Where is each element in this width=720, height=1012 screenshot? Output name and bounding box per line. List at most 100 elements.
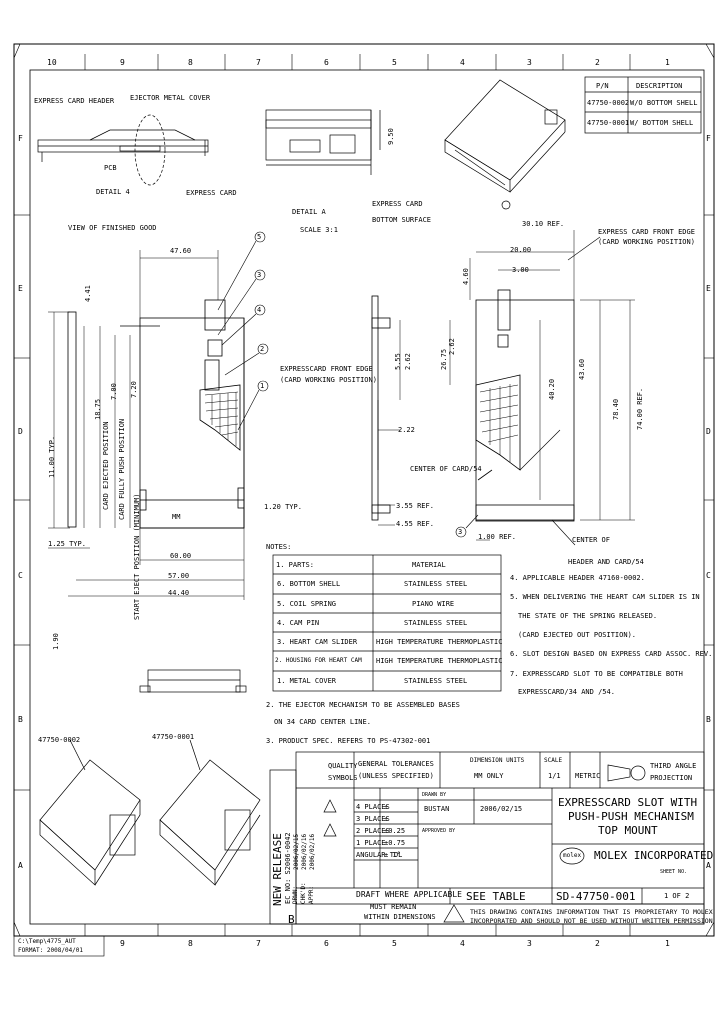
label-pcb: PCB	[104, 164, 117, 172]
notes-title: NOTES:	[266, 543, 292, 551]
detail-a-view	[265, 109, 381, 175]
parts-row-name: 6. BOTTOM SHELL	[277, 580, 341, 588]
rev-new-release: NEW RELEASE	[271, 833, 284, 906]
footer-path: C:\Temp\4775_AUT	[18, 938, 76, 945]
note-card-ejected: CARD EJECTED POSITION	[102, 421, 110, 510]
parts-row-name: 4. CAM PIN	[277, 619, 320, 627]
zone-row-label: B	[706, 715, 711, 724]
dim-text: 4.60	[462, 268, 470, 285]
zone-col-label: 4	[460, 58, 465, 67]
bottom-side-view	[139, 669, 247, 693]
zone-col-label: 6	[324, 58, 329, 67]
zone-row-label: D	[18, 427, 23, 436]
tol-label: ANGULAR TOL	[356, 851, 403, 859]
parts-row-material: STAINLESS STEEL	[404, 677, 468, 685]
zone-col-label: 9	[120, 939, 125, 948]
dim-text: 30.10 REF.	[522, 220, 565, 228]
label-detail-4: DETAIL 4	[96, 188, 130, 196]
zone-col-label: 6	[324, 939, 329, 948]
tb-draft2: MUST REMAIN	[370, 903, 417, 911]
parts-row-name: 1. METAL COVER	[277, 677, 337, 685]
zone-ticks	[14, 54, 714, 936]
balloons	[217, 231, 601, 546]
dim-text: 44.40	[168, 589, 190, 597]
tb-quality: QUALITY	[328, 762, 358, 770]
tol-value: ±0.25	[384, 827, 406, 835]
parts-row-material: STAINLESS STEEL	[404, 580, 468, 588]
parts-row-material: HIGH TEMPERATURE THERMOPLASTIC	[376, 638, 503, 646]
tb-sheet: 1 OF 2	[664, 892, 690, 900]
footer-format: FORMAT: 2008/04/01	[18, 947, 84, 954]
dim-text: 3.55 REF.	[396, 502, 434, 510]
zone-row-label: E	[706, 284, 711, 293]
balloon-number: 5	[257, 233, 262, 241]
label-mm: MM	[172, 513, 181, 521]
iso-top-view	[444, 79, 566, 210]
dim-text: 4.55 REF.	[396, 520, 434, 528]
title-block-grid	[269, 751, 705, 925]
dim-text: 57.00	[168, 572, 190, 580]
pn-cell: 47750-0002	[587, 99, 630, 107]
zone-col-label: 2	[595, 58, 600, 67]
footer-box	[13, 935, 105, 957]
rev-letter: B	[288, 913, 295, 926]
balloon-number: 2	[260, 345, 265, 353]
tol-value: ±	[384, 803, 389, 811]
dim-text: 11.00 TYP.	[48, 435, 56, 478]
outer-border	[13, 43, 715, 937]
dim-text: 20.00	[510, 246, 532, 254]
zone-row-label: C	[706, 571, 711, 580]
zone-col-label: 2	[595, 939, 600, 948]
parts-row-material: PIANO WIRE	[412, 600, 455, 608]
zone-col-label: 9	[120, 58, 125, 67]
tb-prop-1: THIS DRAWING CONTAINS INFORMATION THAT I…	[470, 908, 713, 916]
dim-text: 2.62	[404, 353, 412, 370]
hatch-top	[204, 391, 239, 446]
dim-text: 1.90	[52, 633, 60, 650]
tb-gen-tol: GENERAL TOLERANCES	[358, 760, 434, 768]
zone-col-label: 8	[188, 939, 193, 948]
tb-draft3: WITHIN DIMENSIONS	[364, 913, 436, 921]
pn-header: P/N	[596, 82, 609, 90]
note-start-eject: START EJECT POSITION (MINIMUM)	[133, 493, 141, 620]
note-5c: (CARD EJECTED OUT POSITION).	[518, 631, 637, 639]
balloon-number: 3	[257, 271, 262, 279]
parts-material-header: MATERIAL	[412, 561, 446, 569]
dim-text: 9.50	[387, 128, 395, 145]
zone-col-label: 7	[256, 58, 261, 67]
iso-bottom-views	[39, 739, 261, 886]
tb-drawn-name: BUSTAN	[424, 805, 450, 813]
rev-ecn: EC NO: S2006-0042	[284, 832, 292, 904]
tb-approved-label: APPROVED BY	[422, 828, 456, 834]
balloon-number: 4	[257, 306, 262, 314]
zone-col-label: 8	[188, 58, 193, 67]
tol-label: 1 PLACE	[356, 839, 386, 847]
tb-draft: DRAFT WHERE APPLICABLE	[356, 890, 462, 899]
label-center-card: CENTER OF CARD/54	[410, 465, 482, 473]
note-4: 4. APPLICABLE HEADER 47160-0002.	[510, 574, 645, 582]
tol-value: ±	[384, 815, 389, 823]
tb-product-name: EXPRESSCARD SLOT WITH	[558, 796, 698, 809]
label-front-edge-right-sub: (CARD WORKING POSITION)	[598, 238, 695, 246]
tol-value: ± 1°	[384, 851, 401, 859]
zone-col-label: 1	[665, 939, 670, 948]
zone-row-label: A	[18, 861, 23, 870]
balloon-number: 1	[260, 382, 265, 390]
rev-drwn: DRWN:	[292, 885, 299, 904]
note-7b: EXPRESSCARD/34 AND /54.	[518, 688, 615, 696]
side-view	[371, 295, 391, 521]
hatch-right	[479, 384, 519, 462]
zone-row-label: A	[706, 861, 711, 870]
note-5a: 5. WHEN DELIVERING THE HEART CAM SLIDER …	[510, 593, 700, 601]
zone-col-label: 4	[460, 939, 465, 948]
dim-text: 74.00 REF.	[636, 387, 644, 430]
tb-material: SEE TABLE	[466, 890, 526, 903]
dim-text: 2.62	[448, 338, 456, 355]
parts-row-name: 2. HOUSING FOR HEART CAM	[275, 657, 362, 664]
rev-date: 2006/02/15	[293, 833, 300, 870]
zone-col-label: 10	[47, 58, 57, 67]
dim-text: 4.41	[84, 285, 92, 302]
detail-4-view	[37, 114, 209, 186]
label-front-edge-sub: (CARD WORKING POSITION)	[280, 376, 377, 384]
tb-sheet-label: SHEET NO.	[660, 869, 688, 875]
